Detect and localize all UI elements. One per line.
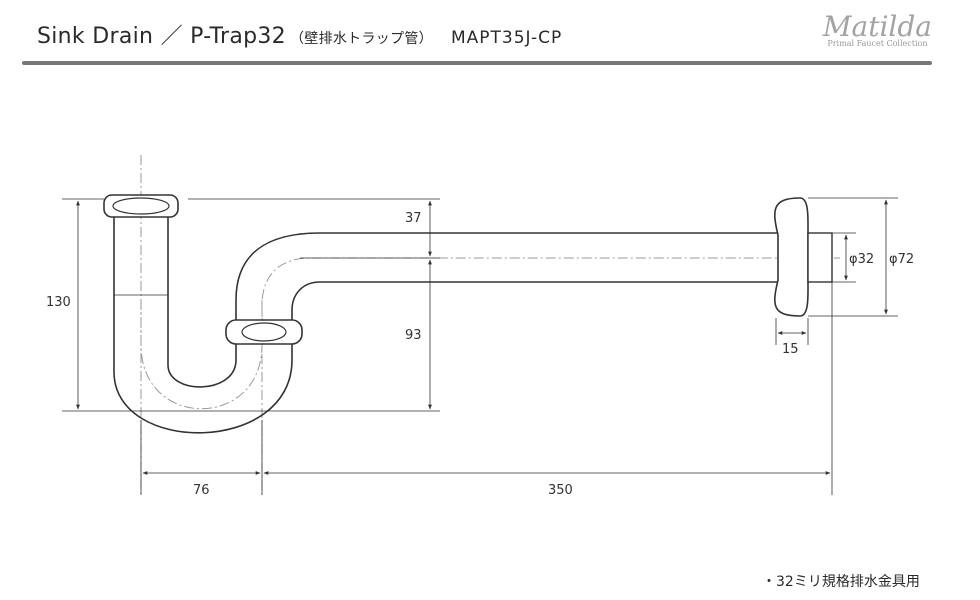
title-sub: （壁排水トラップ管） (289, 31, 433, 47)
top-nut (103, 194, 179, 218)
dim-label-phi32: φ32 (849, 252, 874, 267)
dim-label-130: 130 (46, 295, 71, 310)
page-title: Sink Drain ／ P-Trap32（壁排水トラップ管） MAPT35J-C… (37, 18, 562, 50)
model-code: MAPT35J-CP (450, 28, 563, 48)
pipe-outer-wall (113, 215, 780, 434)
header: Sink Drain ／ P-Trap32（壁排水トラップ管） MAPT35J-C… (0, 0, 980, 72)
pipe-inner-wall (167, 215, 780, 388)
dimension-arrows (76, 199, 888, 475)
pipe-outline (113, 215, 780, 434)
header-divider (22, 61, 932, 65)
trap-centerline (140, 257, 840, 410)
brand-name: Matilda (822, 10, 932, 43)
wall-flange (774, 197, 833, 317)
dim-label-93: 93 (405, 328, 422, 343)
extension-lines (62, 197, 898, 495)
middle-nut (225, 319, 303, 345)
footer-note: ・32ミリ規格排水金具用 (762, 574, 920, 590)
dim-label-phi72: φ72 (889, 252, 914, 267)
brand-logo: Matilda Primal Faucet Collection (823, 10, 932, 48)
dim-label-37: 37 (405, 211, 422, 226)
brand-tagline: Primal Faucet Collection (827, 39, 928, 48)
dim-label-350: 350 (548, 483, 573, 498)
title-main: Sink Drain ／ P-Trap32 (37, 24, 286, 49)
dim-label-76: 76 (193, 483, 210, 498)
dim-label-15: 15 (782, 342, 799, 357)
